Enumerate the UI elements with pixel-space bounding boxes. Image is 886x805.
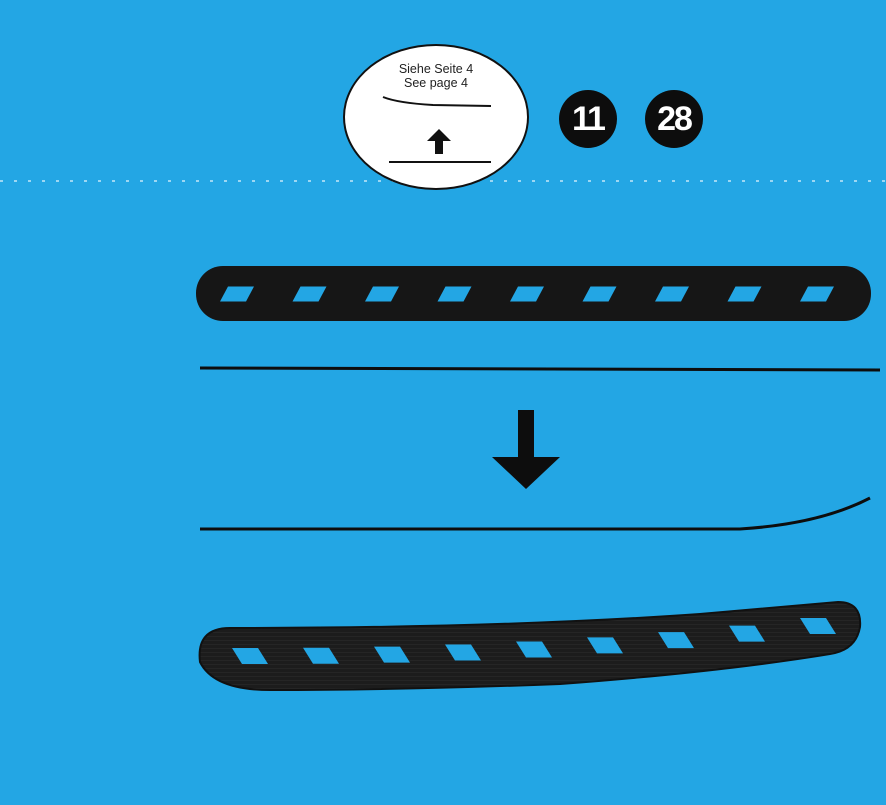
part-badge-28: 28: [645, 90, 703, 148]
strap-bent-slots: [232, 618, 836, 664]
arrow-down-icon: [492, 410, 560, 489]
strap-slot: [374, 646, 410, 663]
strap-flat-slots: [220, 286, 834, 302]
strap-slot: [516, 641, 552, 658]
curved-edge-line: [200, 496, 871, 531]
strap-slot: [729, 625, 765, 642]
reference-note-oval: Siehe Seite 4 See page 4: [343, 44, 529, 190]
strap-slot: [727, 286, 762, 302]
reference-note-english: See page 4: [404, 76, 468, 90]
straight-edge-line: [199, 366, 881, 372]
strap-slot: [800, 618, 836, 634]
strap-slot: [800, 286, 834, 302]
strap-slot: [510, 286, 544, 302]
strap-slot: [587, 637, 623, 654]
strap-slot: [655, 286, 689, 302]
strap-slot: [445, 644, 481, 661]
strap-slot: [292, 286, 327, 302]
strap-slot: [220, 286, 254, 302]
strap-slot: [437, 286, 472, 302]
strap-slot: [232, 648, 268, 664]
part-badge-11: 11: [559, 90, 617, 148]
strap-slot: [365, 286, 399, 302]
strap-slot: [582, 286, 617, 302]
strap-slot: [303, 647, 339, 664]
reference-note-diagram: [382, 96, 492, 163]
arrow-up-icon: [427, 129, 451, 154]
strap-flat: [196, 266, 871, 321]
strap-slot: [658, 632, 694, 649]
strap-bent: [198, 600, 862, 692]
reference-note-german: Siehe Seite 4: [398, 62, 474, 76]
